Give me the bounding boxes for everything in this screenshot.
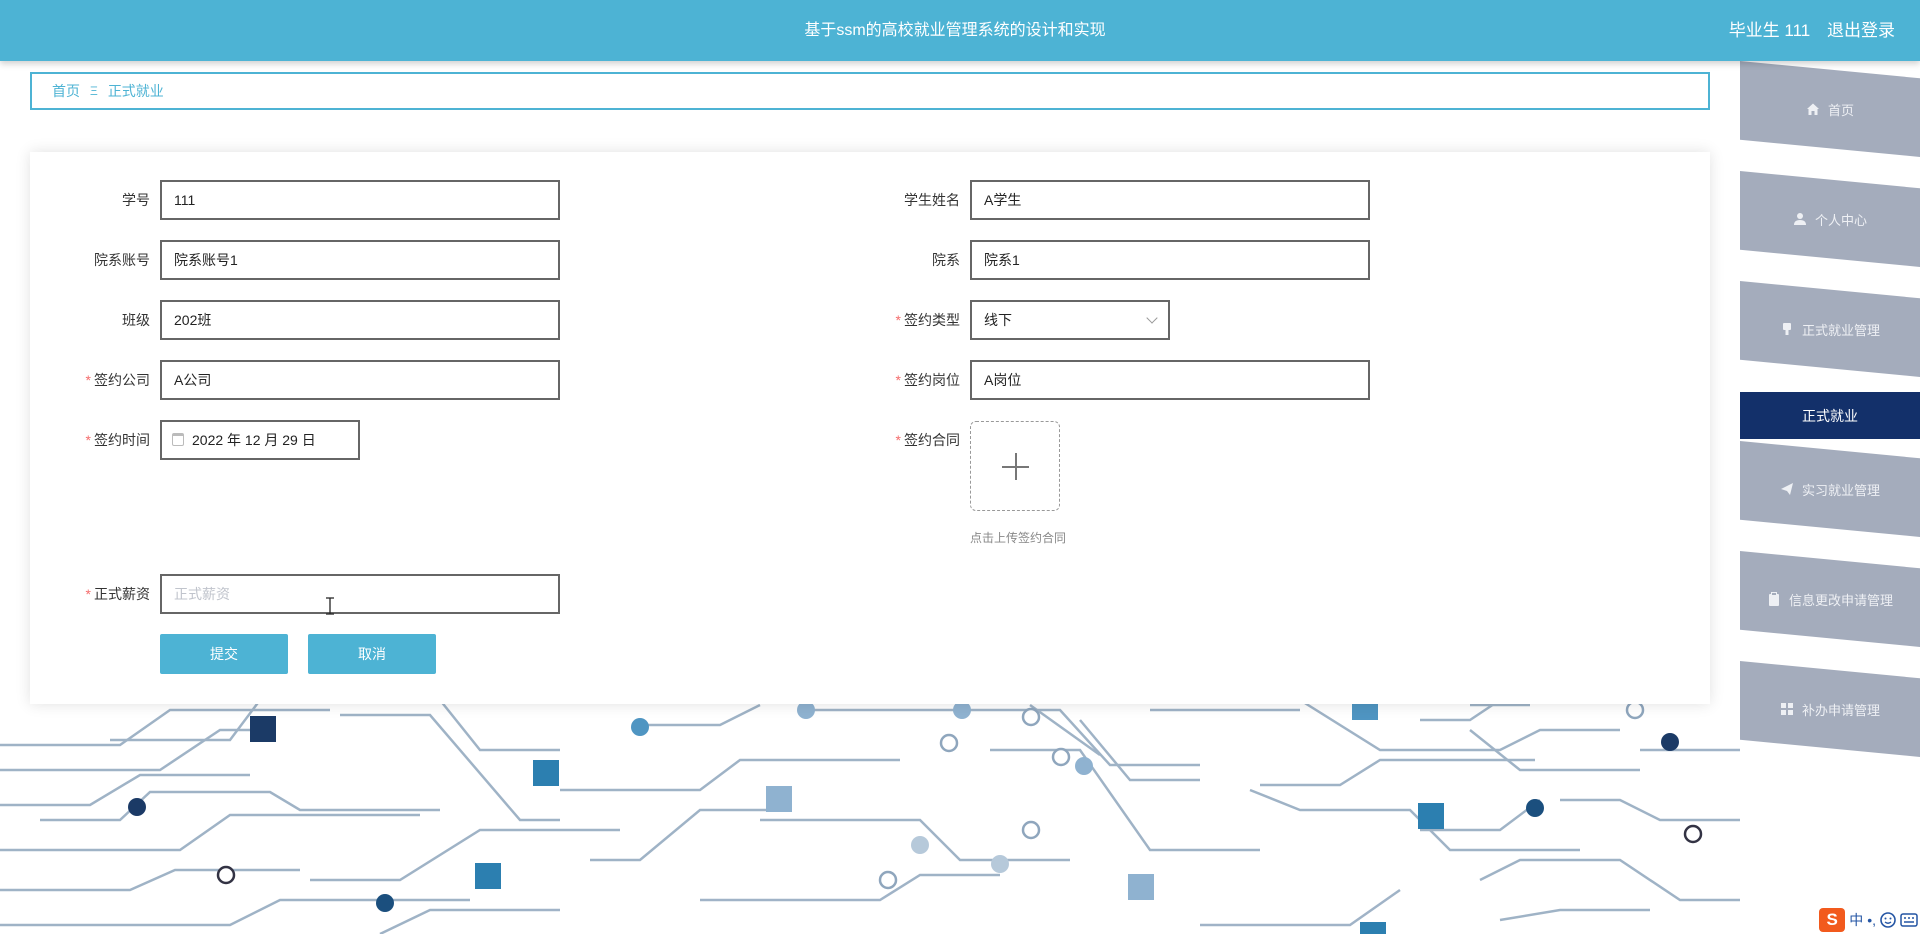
submit-button[interactable]: 提交 [160, 634, 288, 674]
sidebar-subitem-formal-employment[interactable]: 正式就业 [1740, 392, 1920, 439]
sidebar-item-reissue-mgmt[interactable]: 补办申请管理 [1740, 661, 1920, 757]
cancel-button[interactable]: 取消 [308, 634, 436, 674]
sign-date-label: *签约时间 [85, 432, 150, 448]
ime-mode[interactable]: 中 [1849, 912, 1864, 928]
contract-upload-button[interactable] [970, 421, 1060, 511]
contract-label: *签约合同 [895, 432, 960, 448]
required-mark: * [85, 432, 91, 448]
breadcrumb-current: 正式就业 [107, 83, 164, 99]
sign-type-value: 线下 [984, 312, 1012, 328]
text-cursor-icon [326, 597, 334, 615]
current-user-label: 毕业生 111 [1728, 21, 1811, 40]
home-icon [1806, 103, 1819, 115]
user-area: 毕业生 111 退出登录 [1729, 0, 1895, 61]
sign-date-picker[interactable]: 2022 年 12 月 29 日 [160, 420, 360, 460]
sidebar-item-label: 正式就业管理 [1801, 322, 1880, 338]
top-header: 基于ssm的高校就业管理系统的设计和实现 毕业生 111 退出登录 [0, 0, 1920, 61]
sidebar-item-label: 实习就业管理 [1801, 482, 1880, 498]
sidebar-item-home[interactable]: 首页 [1740, 61, 1920, 157]
sidebar-item-label: 补办申请管理 [1801, 702, 1880, 718]
sidebar-item-info-change-mgmt[interactable]: 信息更改申请管理 [1740, 551, 1920, 647]
sidebar-item-label: 信息更改申请管理 [1788, 592, 1893, 608]
student-name-field[interactable] [970, 180, 1370, 220]
breadcrumb-separator-icon: Ξ [90, 84, 98, 98]
calendar-icon [172, 433, 184, 446]
required-mark: * [895, 432, 901, 448]
salary-label: *正式薪资 [85, 586, 150, 602]
student-no-label: 学号 [122, 192, 150, 208]
dept-account-field[interactable] [160, 240, 560, 280]
plus-icon-vertical [1015, 453, 1017, 480]
sidebar-item-profile[interactable]: 个人中心 [1740, 171, 1920, 267]
sign-position-field[interactable] [970, 360, 1370, 400]
grid-icon [1780, 703, 1793, 715]
contract-upload-hint: 点击上传签约合同 [970, 531, 1067, 545]
student-no-field[interactable] [160, 180, 560, 220]
class-field[interactable] [160, 300, 560, 340]
sign-company-field[interactable] [160, 360, 560, 400]
app-title: 基于ssm的高校就业管理系统的设计和实现 [804, 22, 1106, 39]
send-icon [1780, 483, 1793, 495]
sign-position-label: *签约岗位 [895, 372, 960, 388]
required-mark: * [895, 312, 901, 328]
user-icon [1793, 213, 1806, 225]
sidebar-item-internship-mgmt[interactable]: 实习就业管理 [1740, 441, 1920, 537]
dept-label: 院系 [932, 252, 960, 268]
required-mark: * [85, 372, 91, 388]
sidebar-item-formal-employment-mgmt[interactable]: 正式就业管理 [1740, 281, 1920, 377]
right-sidebar-nav: 首页 个人中心 正式就业管理 正式就业 实习就业管理 信息更改申请管理 补办申请… [1740, 61, 1920, 801]
sogou-logo-icon: S [1819, 908, 1846, 932]
required-mark: * [85, 586, 91, 602]
salary-input[interactable] [160, 574, 560, 614]
required-mark: * [895, 372, 901, 388]
sidebar-subitem-label: 正式就业 [1802, 407, 1858, 424]
emoji-icon[interactable] [1880, 912, 1896, 928]
employment-form-card: 学号 院系账号 班级 *签约公司 *签约时间 2022 年 12 月 29 日 … [30, 152, 1710, 704]
student-name-label: 学生姓名 [904, 192, 960, 208]
sign-company-label: *签约公司 [85, 372, 150, 388]
sign-date-value: 2022 年 12 月 29 日 [192, 432, 316, 448]
ime-punct[interactable]: •, [1867, 912, 1876, 928]
breadcrumb: 首页 Ξ 正式就业 [30, 72, 1710, 110]
sign-type-select[interactable]: 线下 [970, 300, 1170, 340]
class-label: 班级 [122, 312, 150, 328]
logout-link[interactable]: 退出登录 [1827, 21, 1895, 40]
ime-toolbar[interactable]: S 中 •, [1819, 906, 1920, 934]
dept-account-label: 院系账号 [94, 252, 150, 268]
keyboard-icon[interactable] [1900, 913, 1918, 927]
chevron-down-icon [1146, 312, 1158, 324]
sign-type-label: *签约类型 [895, 312, 960, 328]
circuit-background [0, 700, 1740, 934]
dept-field[interactable] [970, 240, 1370, 280]
thumb-icon [1782, 323, 1791, 335]
breadcrumb-home-link[interactable]: 首页 [52, 83, 80, 99]
clipboard-icon [1768, 592, 1779, 606]
sidebar-item-label: 个人中心 [1814, 212, 1867, 228]
sidebar-item-label: 首页 [1827, 102, 1854, 118]
